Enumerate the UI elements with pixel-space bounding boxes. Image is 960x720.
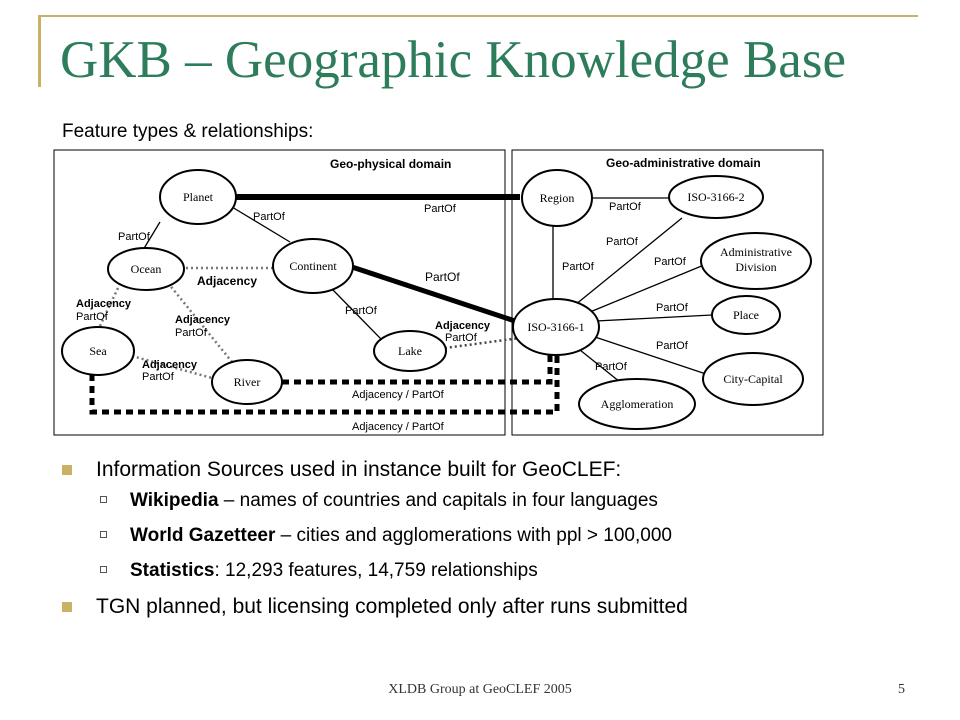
page-number: 5	[898, 682, 905, 697]
bullet-information-sources: Information Sources used in instance bui…	[62, 456, 942, 484]
sub-bullet-bold: Wikipedia	[130, 490, 219, 511]
label-partof-ocean-river: PartOf	[175, 327, 208, 339]
slide-footer: XLDB Group at GeoCLEF 2005	[388, 682, 572, 697]
edge-sea-river	[131, 354, 213, 380]
edge-continent-lake	[332, 289, 383, 341]
label-partof-iso1-city: PartOf	[656, 340, 689, 352]
label-partof-planet-region: PartOf	[424, 203, 457, 215]
label-adjacency-lake-iso1: Adjacency	[435, 320, 491, 332]
top-accent-line	[38, 15, 918, 17]
geo-physical-domain-box	[53, 149, 506, 436]
label-partof-ocean-sea: PartOf	[76, 311, 109, 323]
hollow-square-bullet-icon	[100, 531, 107, 538]
hollow-square-bullet-icon	[100, 496, 107, 503]
label-partof-lake-iso1: PartOf	[445, 332, 478, 344]
node-agglomeration: Agglomeration	[578, 378, 696, 430]
node-city-capital: City-Capital	[702, 352, 804, 406]
sub-bullet-text: – cities and agglomerations with ppl > 1…	[275, 525, 672, 546]
sub-bullet-bold: World Gazetteer	[130, 525, 276, 546]
sub-bullet-world-gazetteer: World Gazetteer – cities and agglomerati…	[62, 523, 942, 548]
bullet-text: Information Sources used in instance bui…	[96, 458, 622, 481]
geo-physical-domain-label: Geo-physical domain	[330, 157, 451, 171]
edge-iso1-admin	[589, 264, 705, 313]
bullet-text: TGN planned, but licensing completed onl…	[96, 595, 688, 618]
node-ocean: Ocean	[107, 247, 185, 291]
label-partof-iso1-place: PartOf	[656, 302, 689, 314]
node-continent-label: Continent	[289, 259, 337, 273]
label-adjacency-ocean-sea: Adjacency	[76, 298, 132, 310]
label-adjacency-ocean-continent: Adjacency	[197, 274, 257, 288]
edge-ocean-river	[167, 282, 233, 363]
sub-bullet-text: – names of countries and capitals in fou…	[218, 490, 658, 511]
slide-title: GKB – Geographic Knowledge Base	[60, 31, 846, 89]
bullet-list: Information Sources used in instance bui…	[62, 456, 942, 625]
node-administrative-division: Administrative Division	[700, 232, 812, 290]
node-iso-3166-1: ISO-3166-1	[512, 298, 600, 356]
geo-administrative-domain-box	[511, 149, 824, 436]
label-partof-iso1-region: PartOf	[562, 261, 595, 273]
edge-iso1-agglomeration	[579, 349, 621, 383]
node-region-label: Region	[540, 191, 575, 205]
label-partof-region-iso2: PartOf	[609, 201, 642, 213]
label-partof-iso1-admin: PartOf	[654, 256, 687, 268]
sub-bullet-bold: Statistics	[130, 560, 215, 581]
node-ocean-label: Ocean	[131, 262, 162, 276]
sub-bullet-text: : 12,293 features, 14,759 relationships	[214, 560, 538, 581]
edge-sea-iso1	[89, 352, 560, 415]
label-adjacency-ocean-river: Adjacency	[175, 314, 231, 326]
label-adjacency-sea-river: Adjacency	[142, 359, 198, 371]
sub-bullet-statistics: Statistics: 12,293 features, 14,759 rela…	[62, 558, 942, 583]
node-iso-3166-1-label: ISO-3166-1	[527, 320, 584, 334]
label-adjacency-partof-river-iso1: Adjacency / PartOf	[352, 389, 445, 401]
label-partof-ocean-planet: PartOf	[118, 231, 151, 243]
edge-iso1-place	[595, 314, 713, 322]
node-place-label: Place	[733, 308, 759, 322]
node-continent: Continent	[272, 238, 354, 294]
node-lake: Lake	[373, 330, 447, 372]
geo-administrative-domain-label: Geo-administrative domain	[606, 156, 761, 170]
label-partof-planet-continent: PartOf	[253, 211, 286, 223]
node-agglomeration-label: Agglomeration	[601, 397, 674, 411]
edge-iso1-city	[591, 335, 707, 375]
node-planet: Planet	[159, 169, 237, 225]
node-admin-label-line1: Administrative	[720, 245, 792, 259]
node-iso-3166-2-label: ISO-3166-2	[687, 190, 744, 204]
bullet-tgn-planned: TGN planned, but licensing completed onl…	[62, 593, 942, 621]
node-region: Region	[521, 169, 593, 227]
square-bullet-icon	[62, 465, 72, 475]
node-planet-label: Planet	[183, 190, 214, 204]
node-place: Place	[711, 295, 781, 335]
node-admin-label-line2: Division	[735, 260, 776, 274]
edge-river-iso1	[282, 355, 553, 385]
square-bullet-icon	[62, 602, 72, 612]
label-adjacency-partof-sea-iso1: Adjacency / PartOf	[352, 421, 445, 433]
node-river: River	[211, 359, 283, 405]
label-partof-continent-lake: PartOf	[345, 305, 378, 317]
node-iso-3166-2: ISO-3166-2	[668, 175, 764, 219]
label-partof-iso1-iso2: PartOf	[606, 236, 639, 248]
node-sea-label: Sea	[89, 344, 107, 358]
node-lake-label: Lake	[398, 344, 422, 358]
node-river-label: River	[234, 375, 261, 389]
title-accent-bar	[38, 15, 41, 87]
edge-continent-iso1	[351, 264, 519, 325]
label-partof-continent-iso1: PartOf	[425, 270, 460, 284]
label-partof-iso1-agglomeration: PartOf	[595, 361, 628, 373]
sub-bullet-wikipedia: Wikipedia – names of countries and capit…	[62, 488, 942, 513]
node-sea: Sea	[61, 326, 135, 376]
hollow-square-bullet-icon	[100, 566, 107, 573]
label-partof-sea-river: PartOf	[142, 371, 175, 383]
edge-planet-continent	[231, 206, 291, 243]
node-city-capital-label: City-Capital	[723, 372, 783, 386]
diagram-subtitle: Feature types & relationships:	[62, 121, 314, 142]
edge-iso1-iso2	[574, 217, 683, 306]
